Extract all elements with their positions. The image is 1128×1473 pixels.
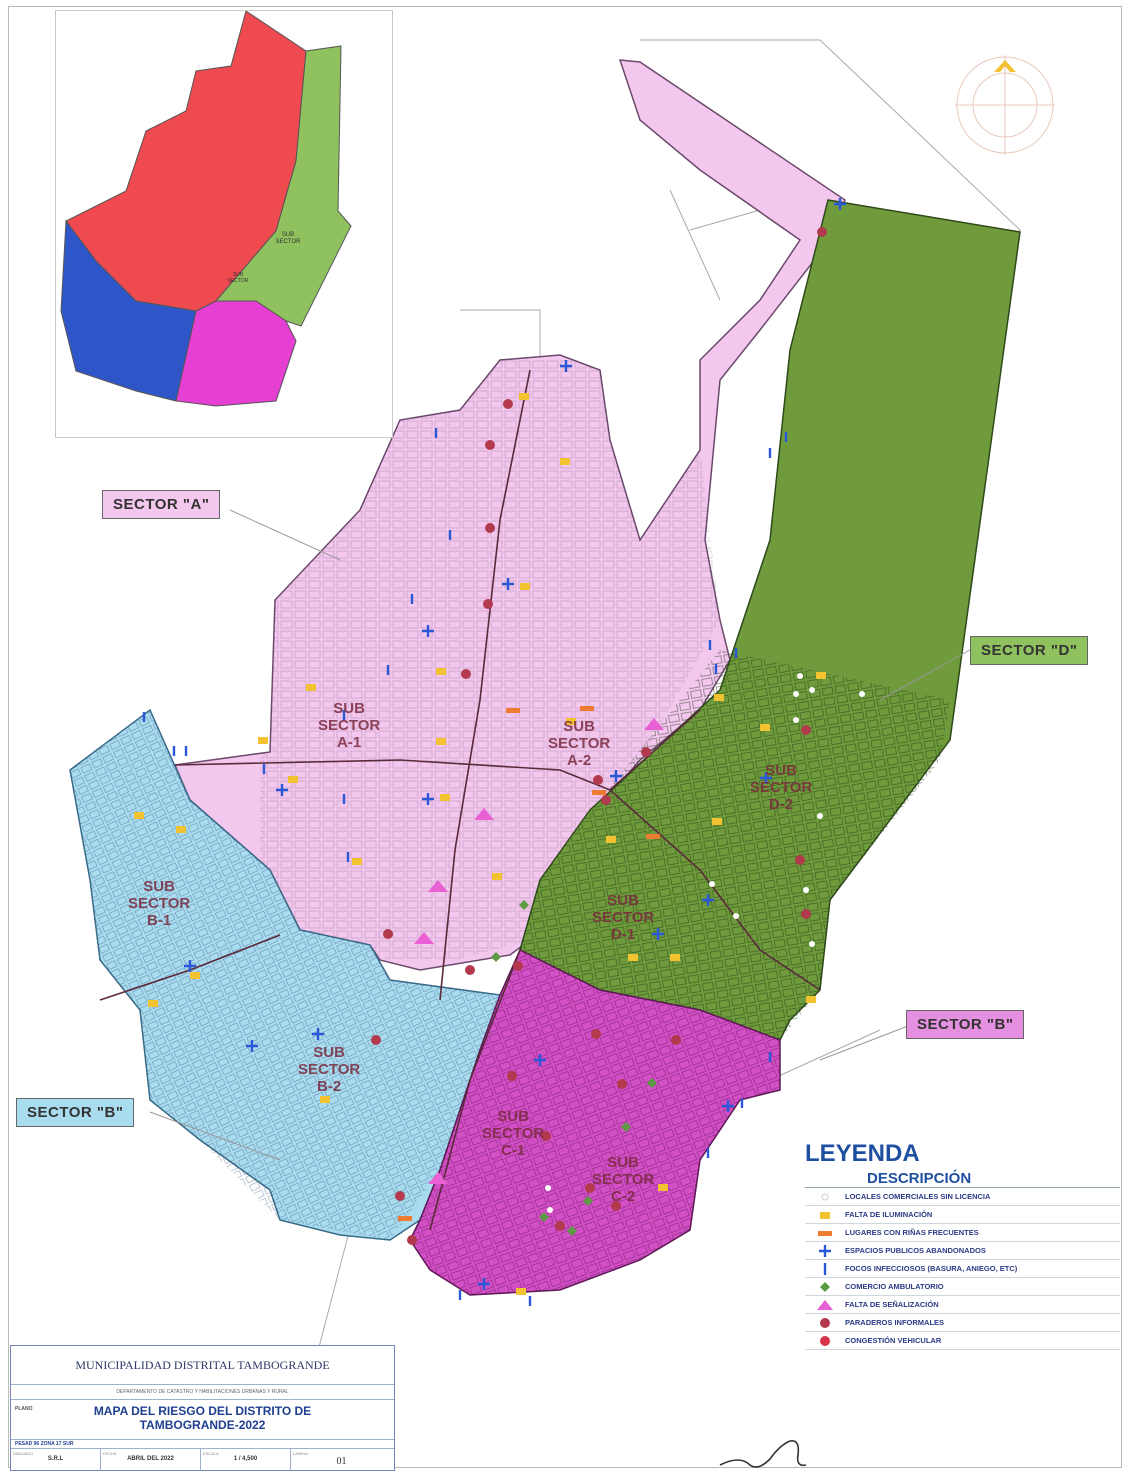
cross-blue-icon <box>805 1244 845 1258</box>
inset-label-d1: SUB <box>233 272 244 278</box>
legend-item: FALTA DE SEÑALIZACIÓN <box>805 1296 1120 1314</box>
legend-item: PARADEROS INFORMALES <box>805 1314 1120 1332</box>
map-title: PLANO MAPA DEL RIESGO DEL DISTRITO DE TA… <box>11 1400 394 1440</box>
callout-sector-d: SECTOR "D" <box>970 636 1089 665</box>
legend-item: CONGESTIÓN VEHICULAR <box>805 1332 1120 1350</box>
callout-sector-a: SECTOR "A" <box>102 490 221 519</box>
legend-item: ESPACIOS PUBLICOS ABANDONADOS <box>805 1242 1120 1260</box>
focos-markers <box>142 428 788 1306</box>
callout-leaders <box>149 509 971 1161</box>
square-yellow-icon <box>805 1210 845 1220</box>
inset-label-d2: SUB <box>282 232 294 238</box>
espacios-markers <box>184 198 846 1290</box>
scale-cell: ESCALA 1 / 4,500 <box>201 1449 291 1471</box>
line-blue-icon <box>805 1262 845 1276</box>
inset-label-d2-b: SECTOR <box>276 239 302 245</box>
north-arrow-compass <box>955 55 1055 155</box>
legend-item: COMERCIO AMBULATORIO <box>805 1278 1120 1296</box>
paraderos-markers <box>371 227 827 1245</box>
diamond-green-icon <box>805 1281 845 1293</box>
bar-orange-icon <box>805 1228 845 1238</box>
legend-list: LOCALES COMERCIALES SIN LICENCIA FALTA D… <box>805 1187 1120 1350</box>
location-inset: SUB SECTOR SUB SECTOR <box>55 10 393 438</box>
legend-title: LEYENDA <box>805 1140 920 1167</box>
locales-markers <box>545 673 865 1213</box>
legend-item: FOCOS INFECCIOSOS (BASURA, ANIEGO, ETC) <box>805 1260 1120 1278</box>
signature-mark <box>719 1439 807 1468</box>
drawn-by-cell: DIBUJADO S.R.L <box>11 1449 101 1471</box>
inset-label-d1-b: SECTOR <box>228 278 249 284</box>
callout-sector-b-right: SECTOR "B" <box>906 1010 1025 1039</box>
legend-item: LUGARES CON RIÑAS FRECUENTES <box>805 1224 1120 1242</box>
legend-item: LOCALES COMERCIALES SIN LICENCIA <box>805 1188 1120 1206</box>
legend-item: FALTA DE ILUMINACIÓN <box>805 1206 1120 1224</box>
title-block: MUNICIPALIDAD DISTRITAL TAMBOGRANDE DEPA… <box>10 1345 395 1471</box>
legend-subtitle: DESCRIPCIÓN <box>867 1170 972 1187</box>
inset-map: SUB SECTOR SUB SECTOR <box>60 10 352 407</box>
date-cell: FECHA ABRIL DEL 2022 <box>101 1449 201 1471</box>
sheet-cell: LAMINA 01 <box>293 1451 347 1467</box>
map-legend: LEYENDA DESCRIPCIÓN LOCALES COMERCIALES … <box>805 1140 1120 1350</box>
map-frame <box>8 6 1122 1468</box>
municipality-name: MUNICIPALIDAD DISTRITAL TAMBOGRANDE <box>11 1346 394 1385</box>
iluminacion-markers <box>134 393 826 1295</box>
dot-white-icon <box>805 1192 845 1202</box>
department-name: DEPARTAMENTO DE CATASTRO Y HABILITACIONE… <box>11 1385 394 1400</box>
title-block-cells: DIBUJADO S.R.L FECHA ABRIL DEL 2022 ESCA… <box>11 1449 394 1471</box>
senalizacion-markers <box>414 718 664 1184</box>
circle-maroon-icon <box>805 1317 845 1329</box>
callout-sector-b-left: SECTOR "B" <box>16 1098 135 1127</box>
comercio-markers <box>491 900 657 1236</box>
circle-red-icon <box>805 1335 845 1347</box>
triangle-pink-icon <box>805 1299 845 1311</box>
datum-row: PESAD 96 ZONA 17 SUR <box>11 1440 394 1449</box>
rinas-markers <box>398 706 660 1221</box>
plano-label: PLANO <box>15 1406 33 1412</box>
inset-magenta-sector <box>175 300 297 407</box>
